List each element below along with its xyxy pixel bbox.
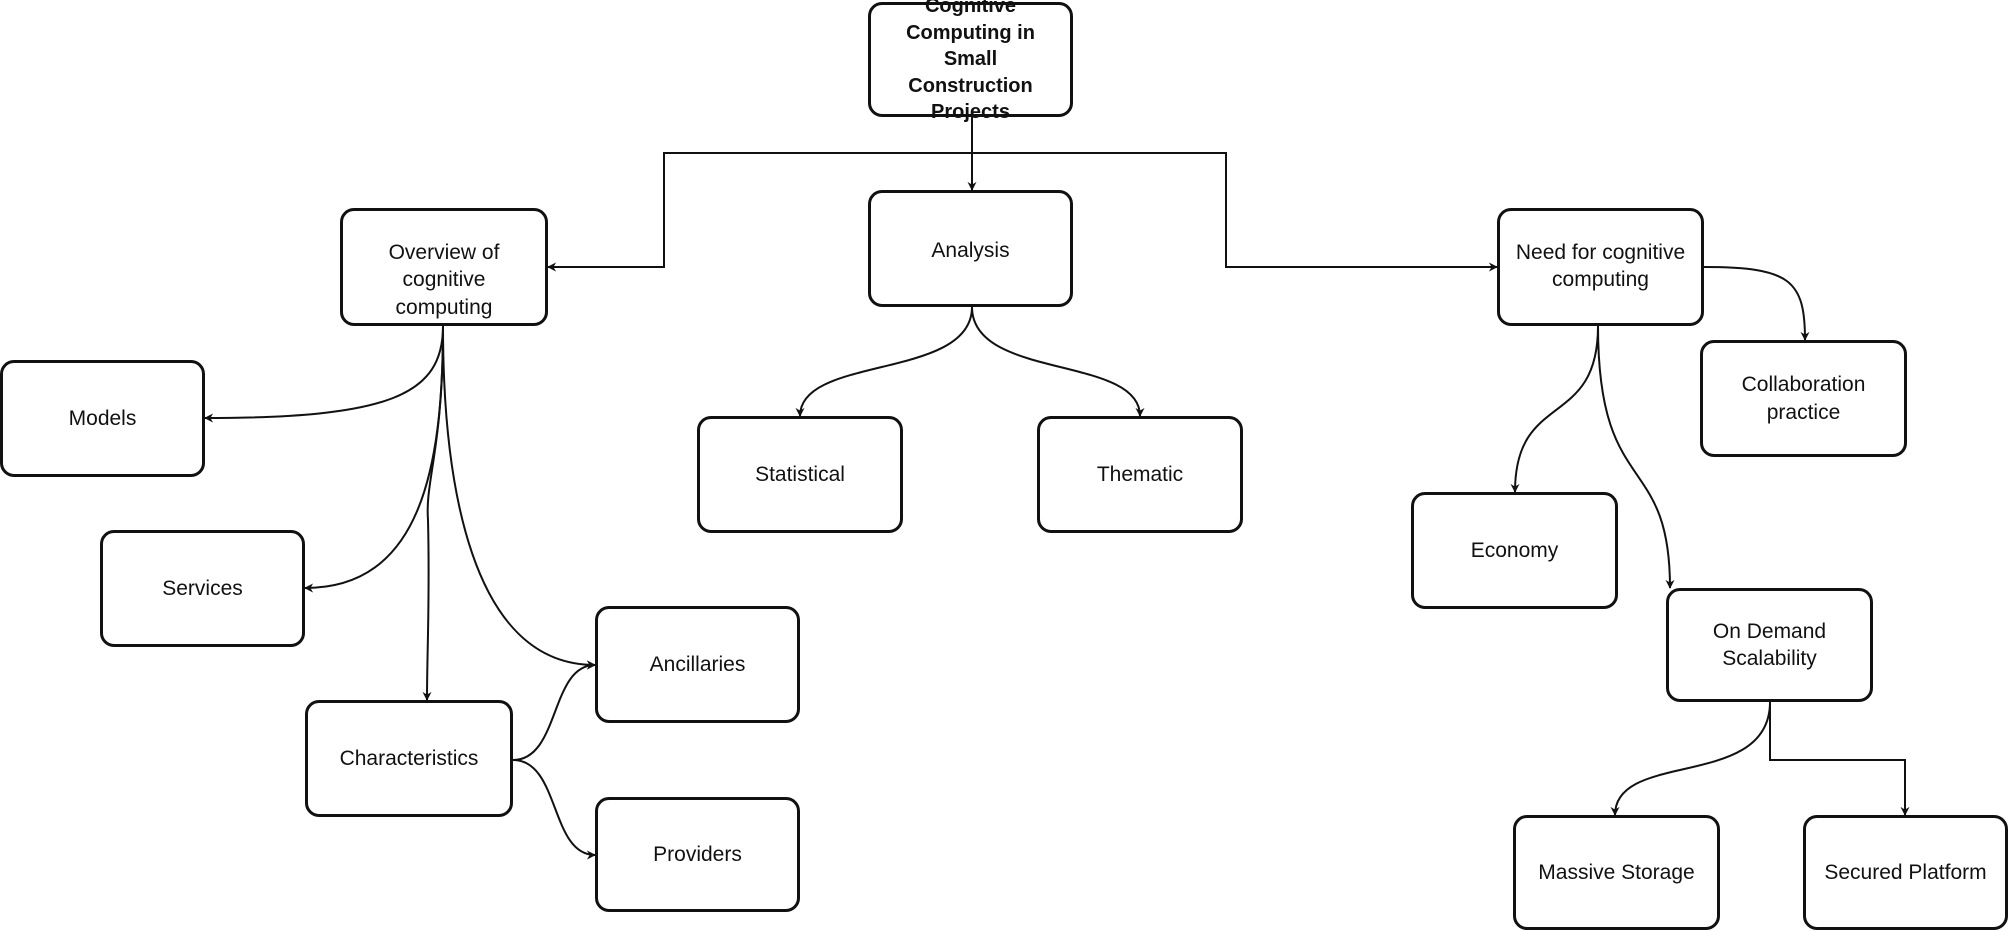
node-on-demand: On Demand Scalability bbox=[1666, 588, 1873, 702]
edge-analysis-statistical bbox=[795, 306, 973, 417]
edge-overview-services bbox=[304, 325, 444, 593]
edge-ondemand-secured bbox=[1769, 702, 1910, 816]
node-massive-storage: Massive Storage bbox=[1513, 815, 1720, 930]
node-thematic: Thematic bbox=[1037, 416, 1243, 533]
edge-overview-characteristics bbox=[422, 325, 444, 701]
edge-need-economy bbox=[1510, 325, 1599, 493]
node-characteristics: Characteristics bbox=[305, 700, 513, 817]
node-services: Services bbox=[100, 530, 305, 647]
node-collaboration: Collaboration practice bbox=[1700, 340, 1907, 457]
edge-root-overview bbox=[547, 152, 972, 272]
node-statistical: Statistical bbox=[697, 416, 903, 533]
node-analysis: Analysis bbox=[868, 190, 1073, 307]
node-overview: Overview of cognitive computing bbox=[340, 208, 548, 326]
node-secured-platform: Secured Platform bbox=[1803, 815, 2008, 930]
edge-need-ondemand bbox=[1597, 325, 1675, 589]
node-ancillaries: Ancillaries bbox=[595, 606, 800, 723]
edge-need-collaboration bbox=[1703, 266, 1810, 341]
edge-root-need bbox=[972, 152, 1498, 272]
node-economy: Economy bbox=[1411, 492, 1618, 609]
edge-ondemand-massive bbox=[1610, 701, 1771, 816]
node-root: Cognitive Computing in Small Constructio… bbox=[868, 0, 1073, 123]
node-models: Models bbox=[0, 360, 205, 477]
node-providers: Providers bbox=[595, 797, 800, 912]
edge-characteristics-ancillaries bbox=[512, 660, 596, 761]
edge-analysis-thematic bbox=[971, 306, 1145, 417]
edge-overview-ancillaries bbox=[442, 325, 596, 670]
edge-characteristics-providers bbox=[512, 759, 596, 860]
node-need: Need for cognitive computing bbox=[1497, 208, 1704, 326]
edge-overview-models bbox=[204, 325, 444, 423]
